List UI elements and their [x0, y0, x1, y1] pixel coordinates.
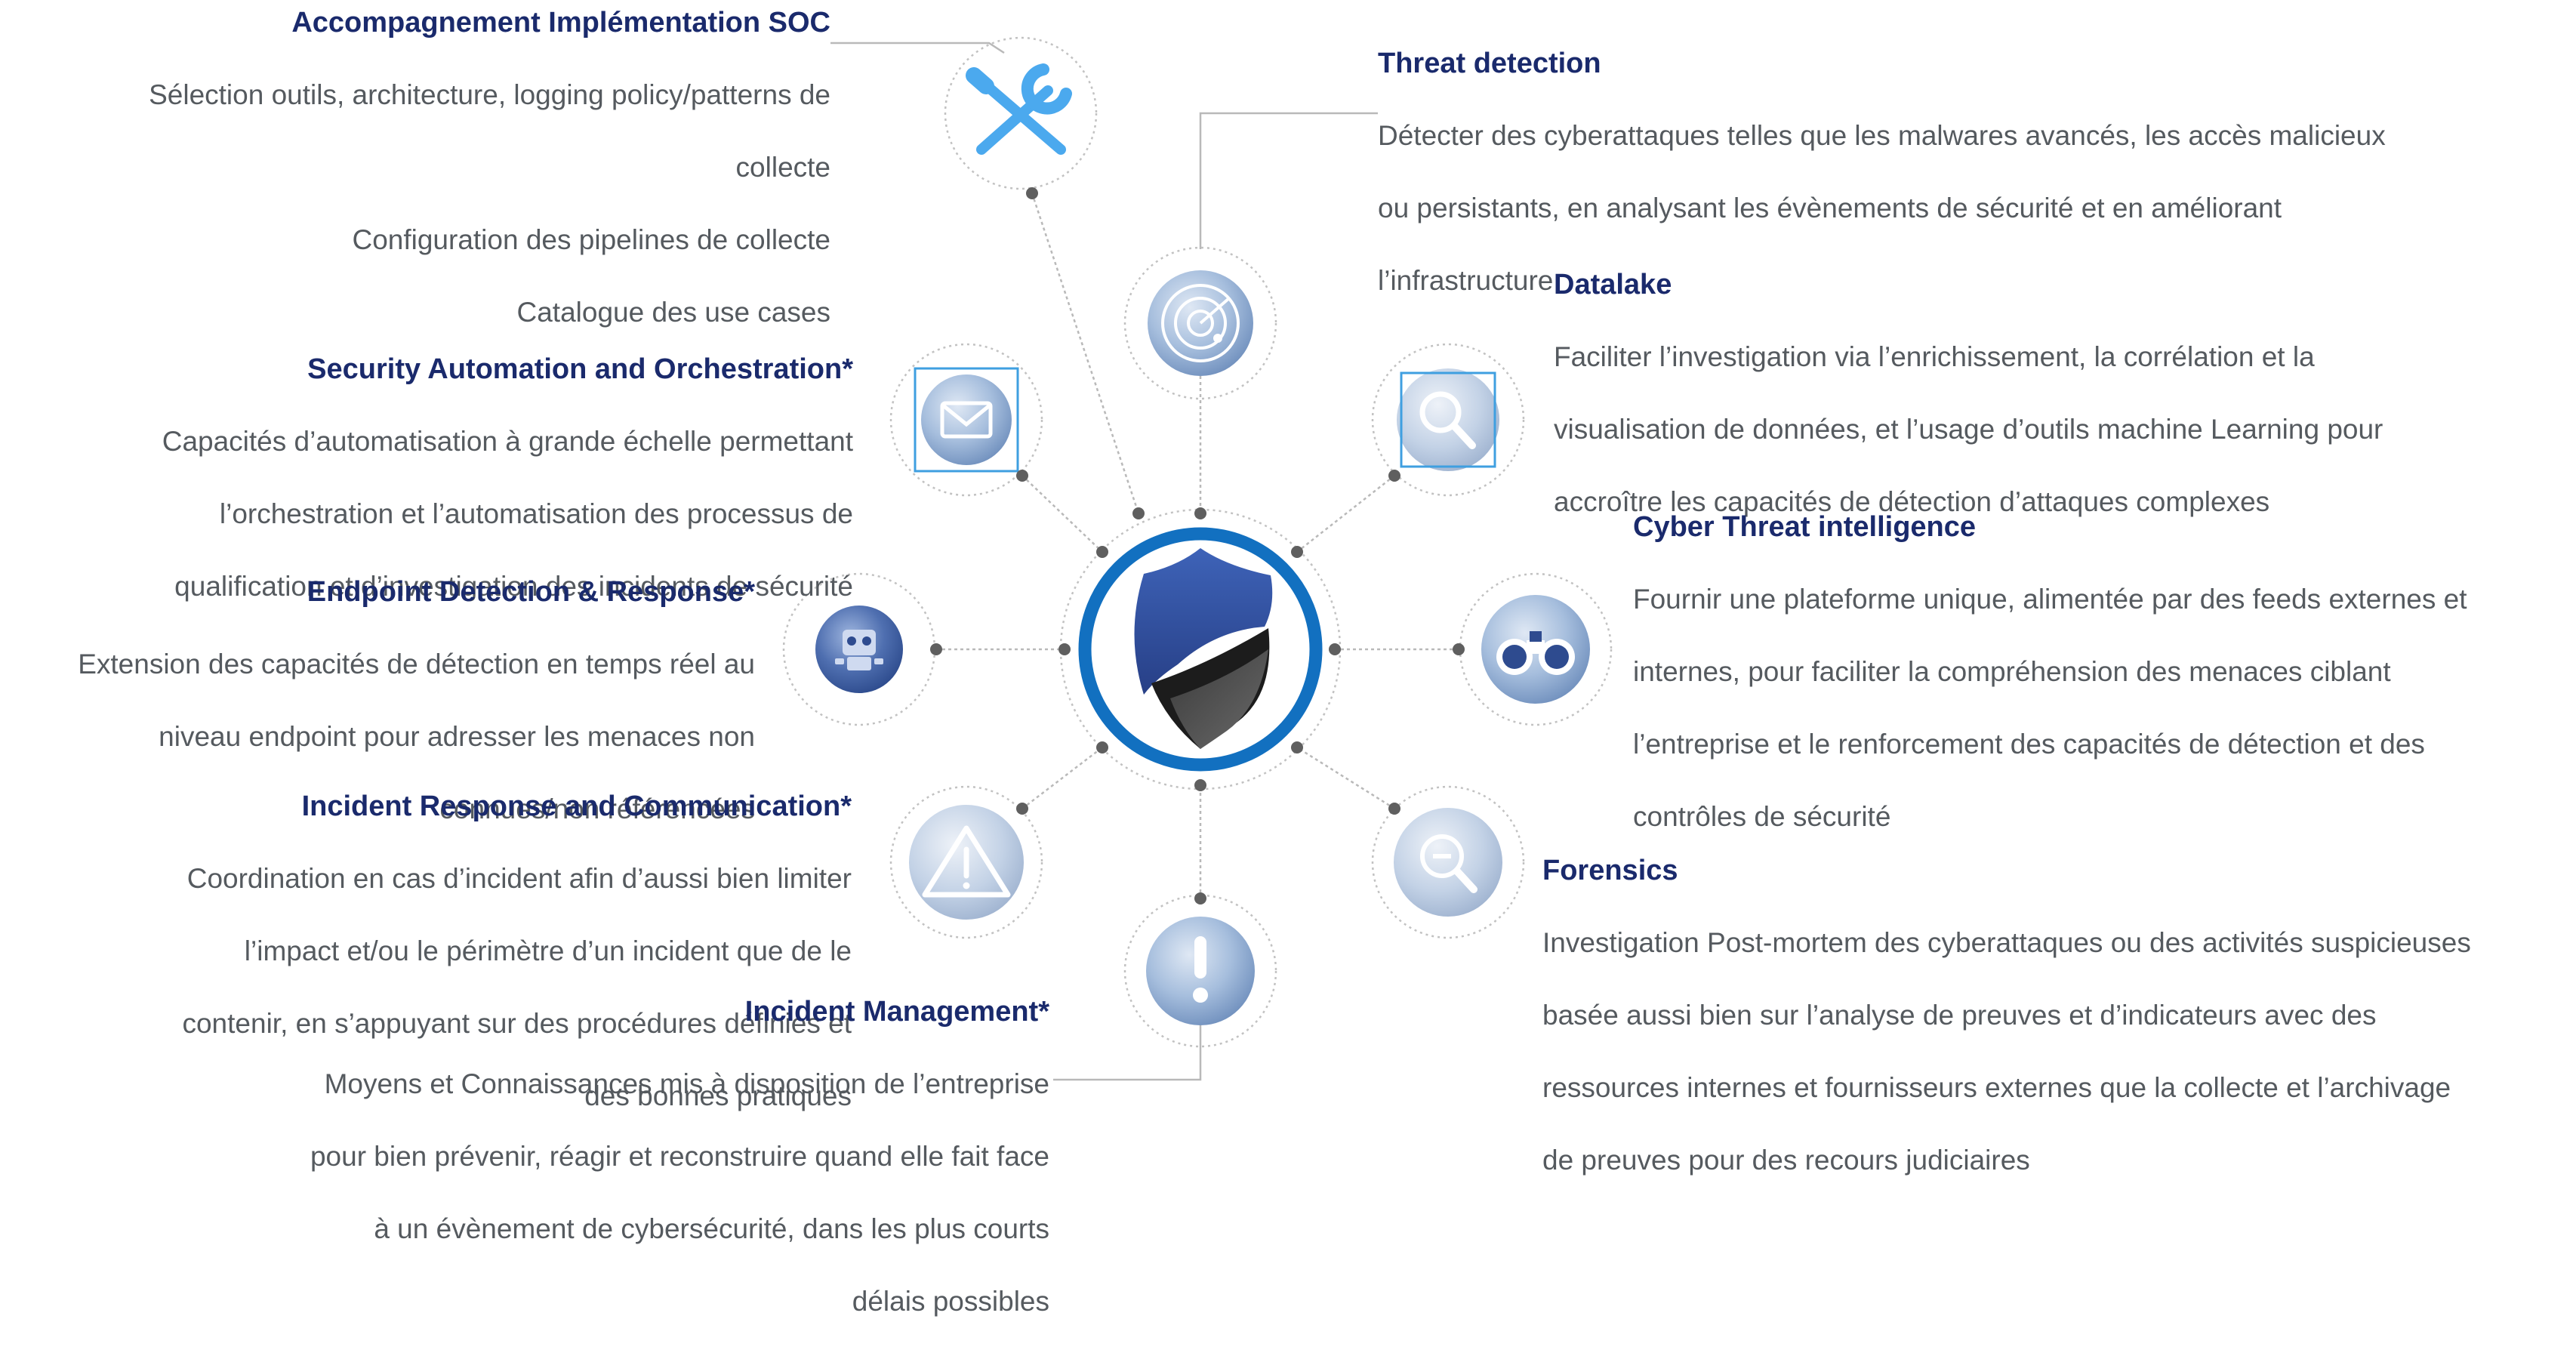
desc-line: Sélection outils, architecture, logging …	[149, 79, 830, 110]
desc-im: Moyens et Connaissances mis à dispositio…	[151, 1030, 1049, 1356]
desc-line: basée aussi bien sur l’analyse de preuve…	[1542, 1000, 2377, 1031]
title-edr: Endpoint Detection & Response*	[307, 576, 755, 608]
title-threat: Threat detection	[1378, 48, 1601, 79]
title-irc: Incident Response and Communication*	[301, 790, 852, 822]
desc-line: pour bien prévenir, réagir et reconstrui…	[310, 1141, 1049, 1172]
desc-threat: Détecter des cyberattaques telles que le…	[1378, 82, 2556, 335]
block-threat: Threat detection Détecter des cyberattaq…	[1378, 45, 2556, 335]
leaders	[830, 42, 1378, 1081]
envelope-icon	[914, 367, 1019, 473]
desc-line: contrôles de sécurité	[1633, 801, 1891, 832]
block-edr: Endpoint Detection & Response* Extension…	[8, 574, 755, 864]
desc-line: des bonnes pratiques	[584, 1080, 852, 1111]
title-soc: Accompagnement Implémentation SOC	[291, 7, 830, 39]
desc-line: Moyens et Connaissances mis à dispositio…	[324, 1068, 1049, 1099]
connectors	[936, 193, 1459, 898]
desc-line: l’infrastructure	[1378, 265, 1554, 296]
leader-threat	[1199, 112, 1378, 249]
ring-datalake	[1371, 343, 1525, 497]
desc-line: qualification et d’investigation des inc…	[174, 571, 853, 602]
desc-line: Coordination en cas d’incident afin d’au…	[186, 863, 852, 894]
block-datalake: Datalake Faciliter l’investigation via l…	[1554, 267, 2558, 556]
leader-im	[1053, 1015, 1202, 1081]
connector-soar	[1021, 475, 1103, 553]
desc-line: l’orchestration et l’automatisation des …	[219, 498, 853, 529]
desc-line: Fournir une plateforme unique, alimentée…	[1633, 584, 2467, 615]
desc-line: Configuration des pipelines de collecte	[352, 224, 830, 255]
connector-dots	[930, 187, 1465, 905]
center-shield-node	[1078, 527, 1323, 772]
connector-soc	[1031, 193, 1140, 514]
title-forensics: Forensics	[1542, 855, 1678, 886]
desc-line: collecte	[735, 152, 830, 183]
ring-soar	[889, 343, 1043, 497]
connector-forensics	[1296, 746, 1395, 810]
desc-line: de preuves pour des recours judiciaires	[1542, 1145, 2030, 1176]
desc-line: accroître les capacités de détection d’a…	[1554, 486, 2270, 517]
robot-icon	[815, 606, 903, 693]
desc-irc: Coordination en cas d’incident afin d’au…	[75, 824, 852, 1151]
leader-soc	[830, 42, 1005, 54]
desc-line: l’impact et/ou le périmètre d’un inciden…	[244, 935, 852, 966]
desc-edr: Extension des capacités de détection en …	[8, 610, 755, 864]
desc-line: l’entreprise et le renforcement des capa…	[1633, 729, 2425, 760]
desc-line: ou persistants, en analysant les évèneme…	[1378, 193, 2282, 223]
warning-icon	[909, 805, 1024, 920]
desc-line: ressources internes et fournisseurs exte…	[1542, 1072, 2451, 1103]
services-diagram	[782, 36, 1613, 1081]
radar-icon	[1148, 270, 1253, 376]
title-cti: Cyber Threat intelligence	[1633, 511, 1977, 543]
exclamation-icon	[1146, 917, 1255, 1025]
desc-line: niveau endpoint pour adresser les menace…	[159, 721, 755, 752]
magnifier-icon	[1397, 368, 1499, 471]
desc-line: contenir, en s’appuyant sur des procédur…	[182, 1008, 852, 1039]
ring-im	[1123, 894, 1277, 1048]
ring-soc	[944, 36, 1098, 190]
desc-line: à un évènement de cybersécurité, dans le…	[374, 1213, 1049, 1244]
desc-datalake: Faciliter l’investigation via l’enrichis…	[1554, 303, 2558, 556]
block-forensics: Forensics Investigation Post-mortem des …	[1542, 852, 2569, 1215]
desc-line: Capacités d’automatisation à grande éche…	[162, 426, 853, 457]
desc-cti: Fournir une plateforme unique, alimentée…	[1633, 545, 2569, 871]
zoom-out-icon	[1394, 808, 1502, 917]
desc-line: Investigation Post-mortem des cyberattaq…	[1542, 927, 2471, 958]
desc-line: visualisation de données, et l’usage d’o…	[1554, 414, 2383, 445]
block-irc: Incident Response and Communication* Coo…	[75, 788, 852, 1151]
connector-datalake	[1296, 475, 1395, 553]
desc-soar: Capacités d’automatisation à grande éche…	[75, 387, 853, 641]
block-im: Incident Management* Moyens et Connaissa…	[151, 994, 1049, 1356]
ring-irc	[889, 785, 1043, 939]
block-soar: Security Automation and Orchestration* C…	[75, 351, 853, 641]
title-soar: Security Automation and Orchestration*	[307, 353, 853, 385]
desc-forensics: Investigation Post-mortem des cyberattaq…	[1542, 889, 2569, 1215]
desc-line: Catalogue des use cases	[516, 297, 831, 328]
desc-line: Faciliter l’investigation via l’enrichis…	[1554, 341, 2315, 372]
binoculars-icon	[1481, 595, 1590, 704]
shield-icon	[1134, 548, 1273, 749]
desc-line: Détecter des cyberattaques telles que le…	[1378, 120, 2386, 151]
block-cti: Cyber Threat intelligence Fournir une pl…	[1633, 509, 2569, 871]
tools-icon	[966, 63, 1072, 155]
desc-line: délais possibles	[852, 1286, 1049, 1317]
title-im: Incident Management*	[744, 996, 1049, 1028]
desc-line: Extension des capacités de détection en …	[78, 649, 755, 680]
connector-irc	[1021, 747, 1103, 809]
desc-soc: Sélection outils, architecture, logging …	[30, 41, 830, 367]
ring-forensics	[1371, 785, 1525, 939]
desc-line: internes, pour faciliter la compréhensio…	[1633, 656, 2391, 687]
block-soc: Accompagnement Implémentation SOC Sélect…	[30, 5, 830, 367]
ring-threat	[1123, 246, 1277, 400]
title-datalake: Datalake	[1554, 269, 1672, 300]
desc-line: connues/non référencées	[439, 794, 755, 824]
